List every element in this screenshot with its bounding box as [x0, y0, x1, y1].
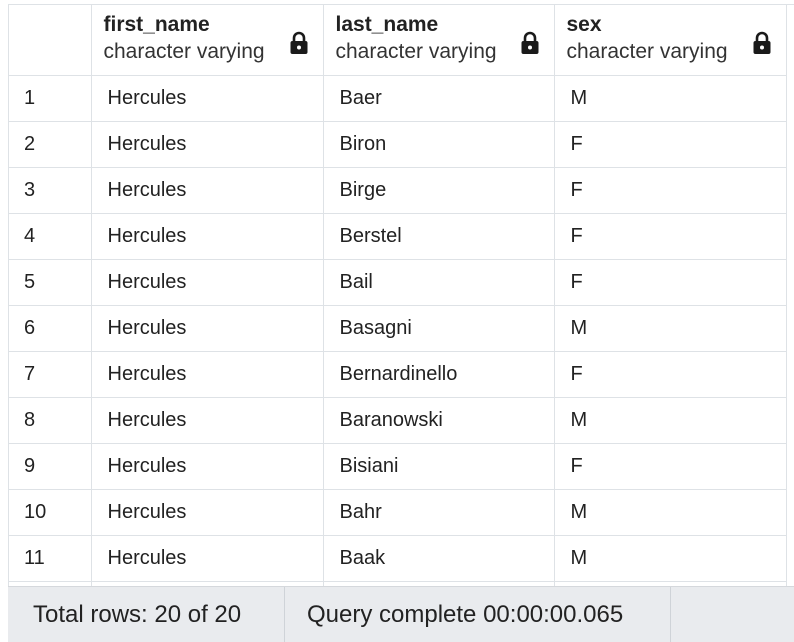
row-number[interactable]: 11: [9, 535, 92, 582]
lock-icon: [521, 31, 538, 54]
column-header-last-name[interactable]: last_name character varying: [323, 5, 555, 76]
row-number[interactable]: 4: [9, 213, 92, 260]
cell-last-name[interactable]: [323, 581, 555, 587]
cell-last-name[interactable]: Bahr: [323, 489, 555, 536]
cell-last-name[interactable]: Basagni: [323, 305, 555, 352]
lock-icon: [753, 31, 770, 54]
cell-first-name[interactable]: Hercules: [91, 75, 324, 122]
cell-last-name[interactable]: Berstel: [323, 213, 555, 260]
row-number[interactable]: [9, 581, 92, 587]
table-row-partial[interactable]: [9, 581, 787, 587]
cell-first-name[interactable]: Hercules: [91, 213, 324, 260]
cell-sex[interactable]: M: [554, 75, 787, 122]
result-table: first_name character varying last_name: [9, 5, 787, 587]
row-number[interactable]: 6: [9, 305, 92, 352]
row-number[interactable]: 5: [9, 259, 92, 306]
table-row[interactable]: 1 Hercules Baer M: [9, 75, 787, 122]
row-number[interactable]: 8: [9, 397, 92, 444]
row-number[interactable]: 9: [9, 443, 92, 490]
table-row[interactable]: 9 Hercules Bisiani F: [9, 443, 787, 490]
column-header-first-name[interactable]: first_name character varying: [91, 5, 324, 76]
query-status: Query complete 00:00:00.065: [285, 587, 671, 642]
cell-sex[interactable]: F: [554, 167, 787, 214]
column-type: character varying: [566, 40, 728, 63]
table-row[interactable]: 3 Hercules Birge F: [9, 167, 787, 214]
column-type: character varying: [335, 40, 497, 63]
table-row[interactable]: 4 Hercules Berstel F: [9, 213, 787, 260]
row-number[interactable]: 10: [9, 489, 92, 536]
cell-last-name[interactable]: Bernardinello: [323, 351, 555, 398]
cell-sex[interactable]: F: [554, 443, 787, 490]
header-row: first_name character varying last_name: [9, 5, 787, 76]
table-row[interactable]: 11 Hercules Baak M: [9, 535, 787, 582]
cell-last-name[interactable]: Baak: [323, 535, 555, 582]
column-name: sex: [566, 13, 602, 36]
lock-icon: [290, 31, 307, 54]
cell-sex[interactable]: F: [554, 351, 787, 398]
row-number[interactable]: 3: [9, 167, 92, 214]
cell-sex[interactable]: M: [554, 489, 787, 536]
table-row[interactable]: 8 Hercules Baranowski M: [9, 397, 787, 444]
row-number-header[interactable]: [9, 5, 92, 76]
cell-last-name[interactable]: Birge: [323, 167, 555, 214]
cell-sex[interactable]: F: [554, 213, 787, 260]
total-rows-status: Total rows: 20 of 20: [8, 587, 285, 642]
column-name: last_name: [335, 13, 439, 36]
cell-first-name[interactable]: Hercules: [91, 167, 324, 214]
cell-sex[interactable]: M: [554, 535, 787, 582]
column-header-sex[interactable]: sex character varying: [554, 5, 787, 76]
table-row[interactable]: 5 Hercules Bail F: [9, 259, 787, 306]
cell-sex[interactable]: [554, 581, 787, 587]
cell-last-name[interactable]: Bisiani: [323, 443, 555, 490]
cell-first-name[interactable]: [91, 581, 324, 587]
cell-sex[interactable]: F: [554, 259, 787, 306]
cell-sex[interactable]: M: [554, 397, 787, 444]
cell-first-name[interactable]: Hercules: [91, 121, 324, 168]
cell-last-name[interactable]: Baer: [323, 75, 555, 122]
table-row[interactable]: 10 Hercules Bahr M: [9, 489, 787, 536]
cell-first-name[interactable]: Hercules: [91, 489, 324, 536]
row-number[interactable]: 7: [9, 351, 92, 398]
row-number[interactable]: 1: [9, 75, 92, 122]
cell-first-name[interactable]: Hercules: [91, 443, 324, 490]
cell-first-name[interactable]: Hercules: [91, 351, 324, 398]
column-name: first_name: [103, 13, 210, 36]
table-row[interactable]: 2 Hercules Biron F: [9, 121, 787, 168]
table-row[interactable]: 6 Hercules Basagni M: [9, 305, 787, 352]
cell-sex[interactable]: F: [554, 121, 787, 168]
column-type: character varying: [103, 40, 265, 63]
table-row[interactable]: 7 Hercules Bernardinello F: [9, 351, 787, 398]
cell-first-name[interactable]: Hercules: [91, 305, 324, 352]
cell-last-name[interactable]: Bail: [323, 259, 555, 306]
status-bar: Total rows: 20 of 20 Query complete 00:0…: [8, 586, 794, 642]
row-number[interactable]: 2: [9, 121, 92, 168]
cell-last-name[interactable]: Baranowski: [323, 397, 555, 444]
cell-first-name[interactable]: Hercules: [91, 535, 324, 582]
cell-sex[interactable]: M: [554, 305, 787, 352]
data-grid[interactable]: first_name character varying last_name: [8, 4, 794, 587]
cell-last-name[interactable]: Biron: [323, 121, 555, 168]
cell-first-name[interactable]: Hercules: [91, 259, 324, 306]
cell-first-name[interactable]: Hercules: [91, 397, 324, 444]
